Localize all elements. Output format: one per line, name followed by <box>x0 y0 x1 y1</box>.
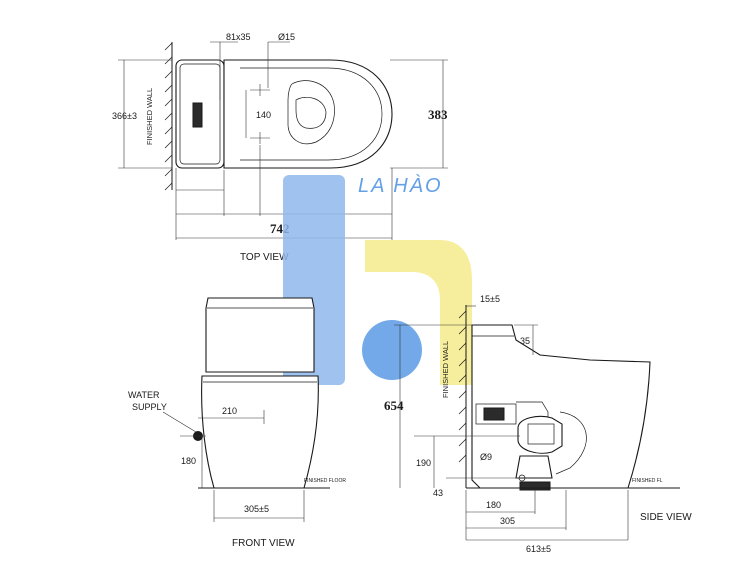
dim-lid: 35 <box>520 336 530 346</box>
top-view: FINISHED WALL 81x35 Ø15 366±3 140 383 <box>112 32 448 263</box>
top-seat-opening <box>287 80 335 145</box>
dim-outlet-height: 190 <box>416 458 431 468</box>
side-trapway <box>517 415 563 454</box>
watermark-text: LA HÀO <box>358 174 443 197</box>
front-view-label: FRONT VIEW <box>232 538 295 549</box>
top-view-label: TOP VIEW <box>240 252 289 263</box>
side-tank-valve <box>475 403 517 425</box>
dim-base-width: 305±5 <box>244 504 269 514</box>
dim-outlet-dia: Ø9 <box>480 452 492 462</box>
top-wall-label: FINISHED WALL <box>145 88 154 145</box>
front-floor-label: FINISHED FLOOR <box>304 478 346 484</box>
flush-button <box>192 102 203 128</box>
dim-gap: 15±5 <box>480 294 500 304</box>
watermark-arch <box>365 240 472 385</box>
outlet-flange <box>519 481 551 491</box>
dim-tank-size: 81x35 <box>226 32 251 42</box>
side-outlet <box>515 455 553 479</box>
dim-width: 383 <box>428 107 448 122</box>
bolt-holes <box>250 84 270 144</box>
top-bowl <box>223 59 393 169</box>
dim-180: 180 <box>486 500 501 510</box>
side-view-label: SIDE VIEW <box>640 512 692 523</box>
front-tank <box>205 297 315 373</box>
watermark-dot <box>362 320 422 380</box>
side-view: FINISHED WALL FINISHED FL 15±5 35 654 19… <box>384 294 692 554</box>
dim-depth: 366±3 <box>112 111 137 121</box>
side-floor-label: FINISHED FL <box>632 478 663 484</box>
dim-305: 305 <box>500 516 515 526</box>
dim-height: 654 <box>384 398 404 413</box>
dim-supply-height: 180 <box>181 456 196 466</box>
dim-offset: 210 <box>222 406 237 416</box>
dim-hole-dia: Ø15 <box>278 32 295 42</box>
top-wall-hatch <box>164 42 173 191</box>
dim-613: 613±5 <box>526 544 551 554</box>
dim-outlet-low: 43 <box>433 488 443 498</box>
side-wall-label: FINISHED WALL <box>441 341 450 398</box>
front-bowl <box>201 375 319 489</box>
side-body <box>471 324 651 489</box>
dim-hole-spacing: 140 <box>256 110 271 120</box>
side-wall-hatch <box>458 310 467 463</box>
